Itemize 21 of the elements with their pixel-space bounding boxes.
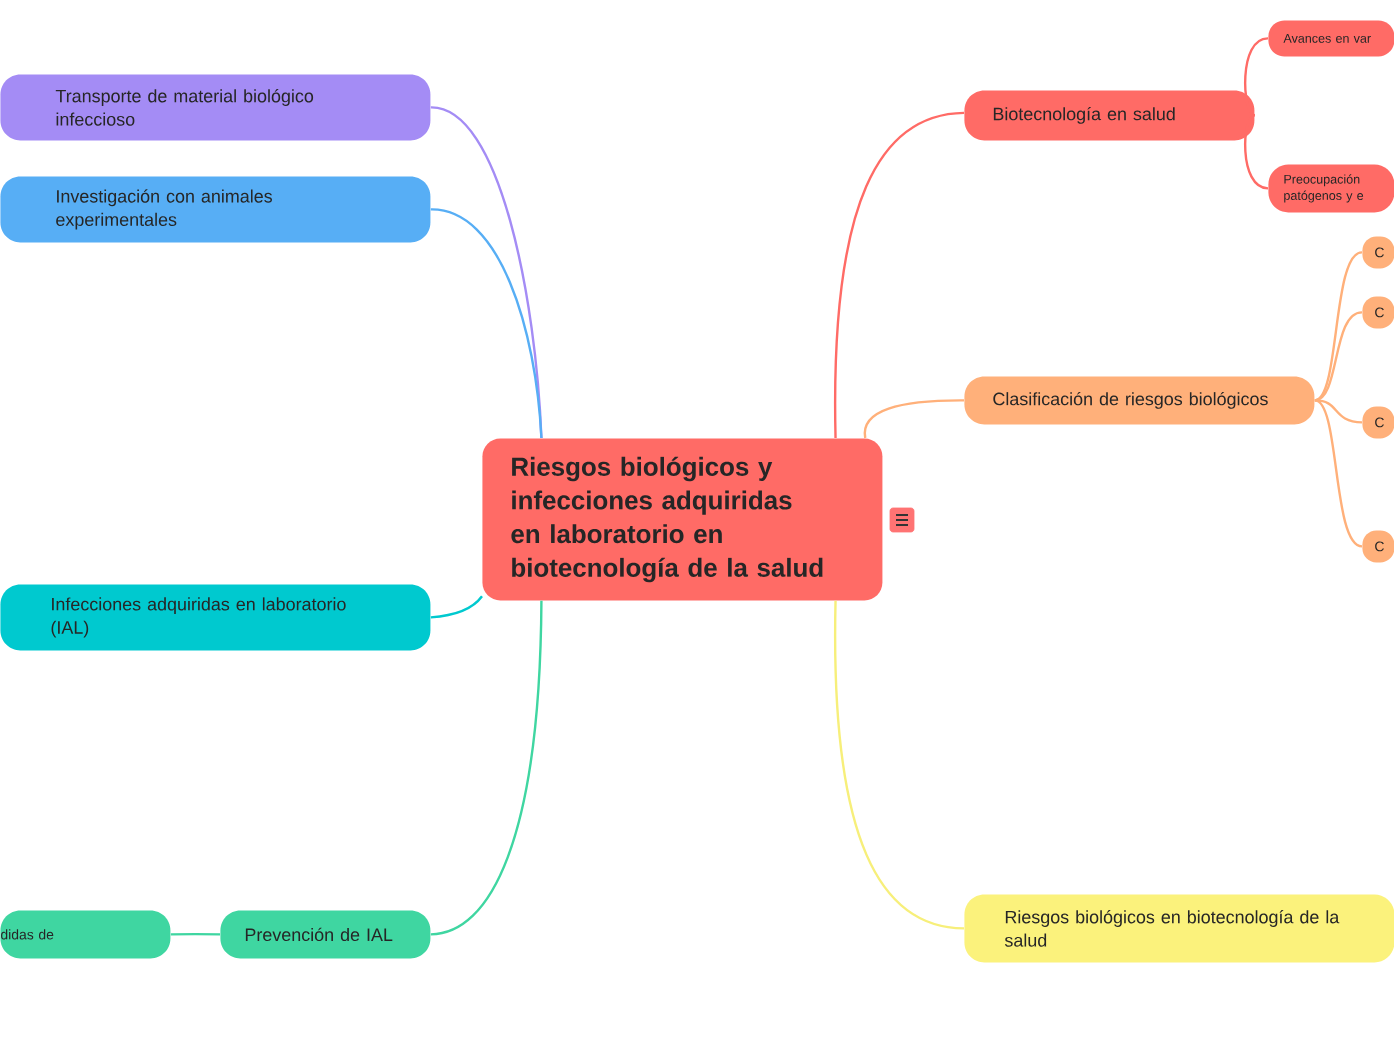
connector (1244, 114, 1269, 190)
connector (1314, 251, 1363, 402)
topic-box: Clasificación de riesgos biológicos (964, 376, 1315, 425)
connector (1314, 399, 1363, 424)
topic-box: Prevención de IAL (220, 910, 431, 959)
connector (430, 208, 543, 439)
topic-box: Investigación con animales experimentales (0, 176, 431, 243)
connector (430, 600, 543, 936)
connector (430, 595, 483, 619)
topic-box: Riesgos biológicos y infecciones adquiridas en laboratorio en biotecnología de la salud (482, 438, 883, 601)
topic-box: Riesgos biológicos en biotecnología de la salud (964, 894, 1394, 963)
connector (834, 600, 965, 930)
topic-box: Biotecnología en salud (964, 90, 1255, 141)
connector (834, 111, 965, 438)
connector (1314, 311, 1363, 402)
connector (170, 932, 221, 936)
connector (1244, 37, 1269, 117)
connector (1314, 399, 1363, 548)
topic-box: Transporte de material biológico infeccioso (0, 74, 431, 141)
topic-box: Infecciones adquiridas en laboratorio (IAL) (0, 584, 431, 651)
connector (863, 399, 964, 439)
